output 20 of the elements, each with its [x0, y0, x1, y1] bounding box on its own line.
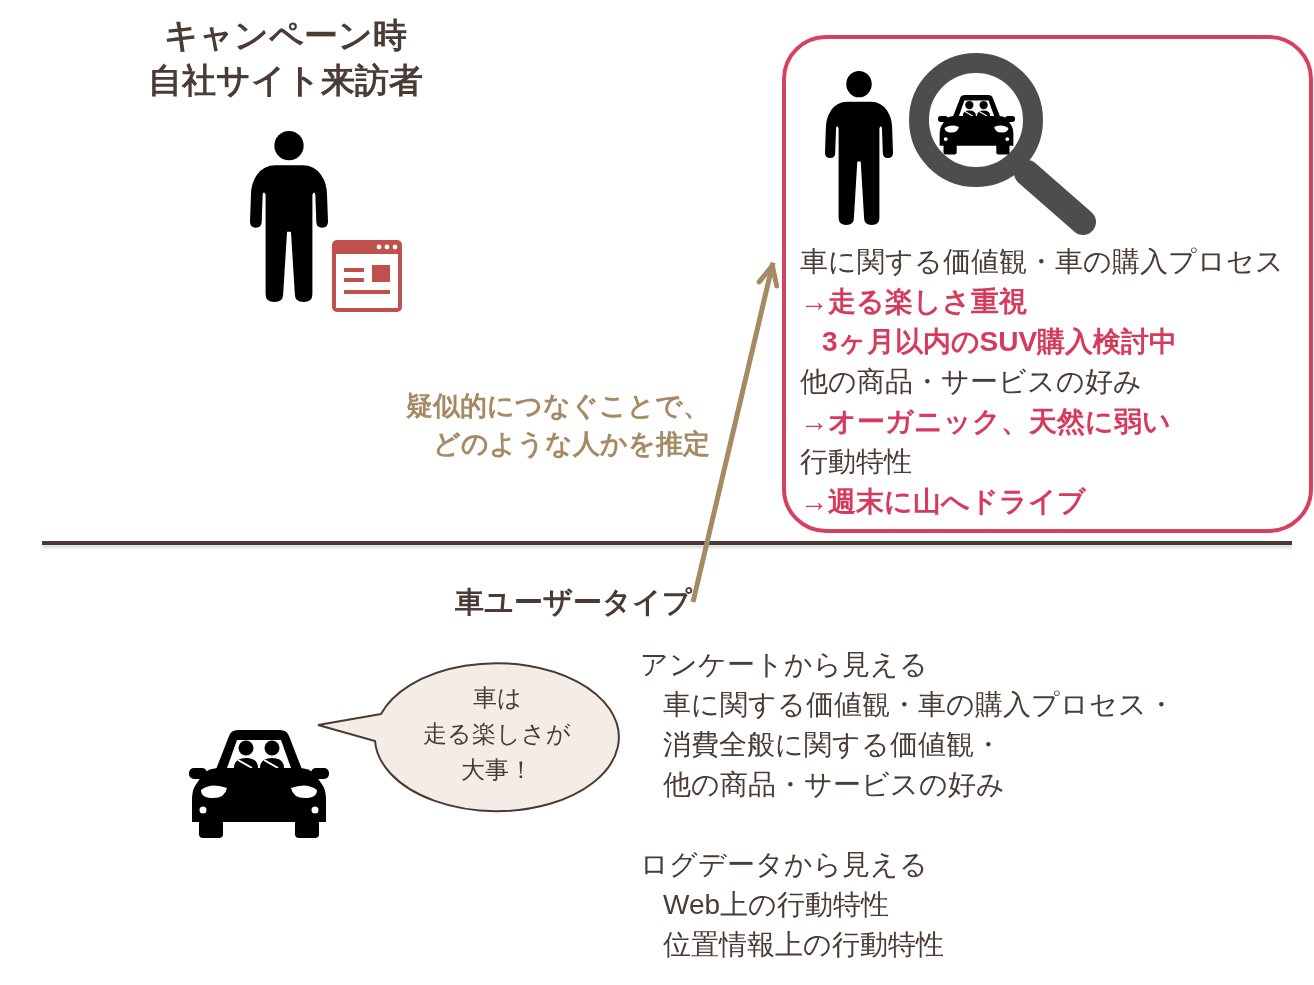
edge-label: 疑似的につなぐことで、どのような人かを推定	[406, 390, 710, 461]
estimated-trait: →週末に山へドライブ	[800, 485, 1086, 519]
list-item: 他の商品・サービスの好み	[663, 768, 1005, 802]
speech-text: 車は走る楽しさが大事！	[423, 683, 571, 785]
attribute-heading: 他の商品・サービスの好み	[800, 365, 1142, 399]
list-item: Web上の行動特性	[663, 888, 890, 922]
section-heading: 車ユーザータイプ	[455, 582, 692, 622]
profile-card	[782, 35, 1313, 533]
estimated-trait: →オーガニック、天然に弱い	[800, 405, 1171, 439]
arrow	[690, 262, 780, 603]
list-item: 位置情報上の行動特性	[663, 928, 944, 962]
attribute-heading: 行動特性	[800, 445, 912, 479]
estimated-trait: 3ヶ月以内のSUV購入検討中	[822, 325, 1178, 359]
section-label: ログデータから見える	[640, 848, 928, 882]
attribute-heading: 車に関する価値観・車の購入プロセス	[800, 245, 1284, 279]
section-label: アンケートから見える	[640, 648, 928, 682]
page-heading: キャンペーン時自社サイト来訪者	[147, 15, 423, 101]
list-item: 消費全般に関する価値観・	[663, 728, 1002, 762]
list-item: 車に関する価値観・車の購入プロセス・	[663, 688, 1175, 722]
estimated-trait: →走る楽しさ重視	[800, 285, 1027, 319]
